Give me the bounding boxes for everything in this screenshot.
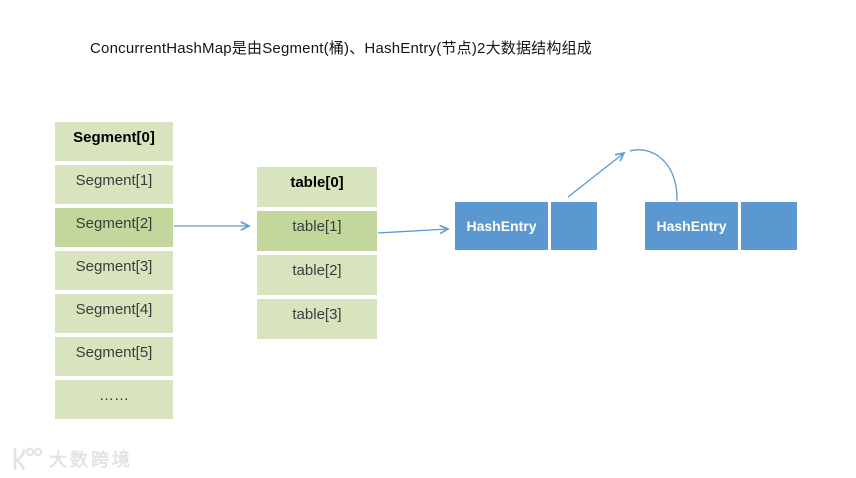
table-array-column: table[0] table[1] table[2] table[3] [257, 167, 377, 339]
segment-cell: Segment[5] [55, 337, 173, 376]
watermark-logo-icon [13, 447, 43, 471]
segment-cell: Segment[1] [55, 165, 173, 204]
hashentry-node-2-pointer-field [741, 202, 797, 250]
hashentry-node-1-pointer-field [551, 202, 597, 250]
hashentry-node-2: HashEntry [645, 202, 738, 250]
table-cell: table[3] [257, 299, 377, 339]
hashentry-node-1: HashEntry [455, 202, 548, 250]
table-cell: table[2] [257, 255, 377, 295]
arrow-hashentry1-next-up [567, 153, 624, 198]
segment-cell-ellipsis: …… [55, 380, 173, 419]
segment-cell: Segment[3] [55, 251, 173, 290]
segment-cell: Segment[0] [55, 122, 173, 161]
segment-array-column: Segment[0] Segment[1] Segment[2] Segment… [55, 122, 173, 419]
arrow-curve-to-hashentry2 [629, 149, 678, 202]
segment-cell: Segment[4] [55, 294, 173, 333]
table-cell: table[1] [257, 211, 377, 251]
arrow-table1-to-hashentry1 [377, 229, 448, 233]
watermark: 大数跨境 [10, 446, 133, 472]
watermark-text: 大数跨境 [49, 450, 133, 470]
diagram-title: ConcurrentHashMap是由Segment(桶)、HashEntry(… [90, 40, 592, 57]
segment-cell: Segment[2] [55, 208, 173, 247]
table-cell: table[0] [257, 167, 377, 207]
